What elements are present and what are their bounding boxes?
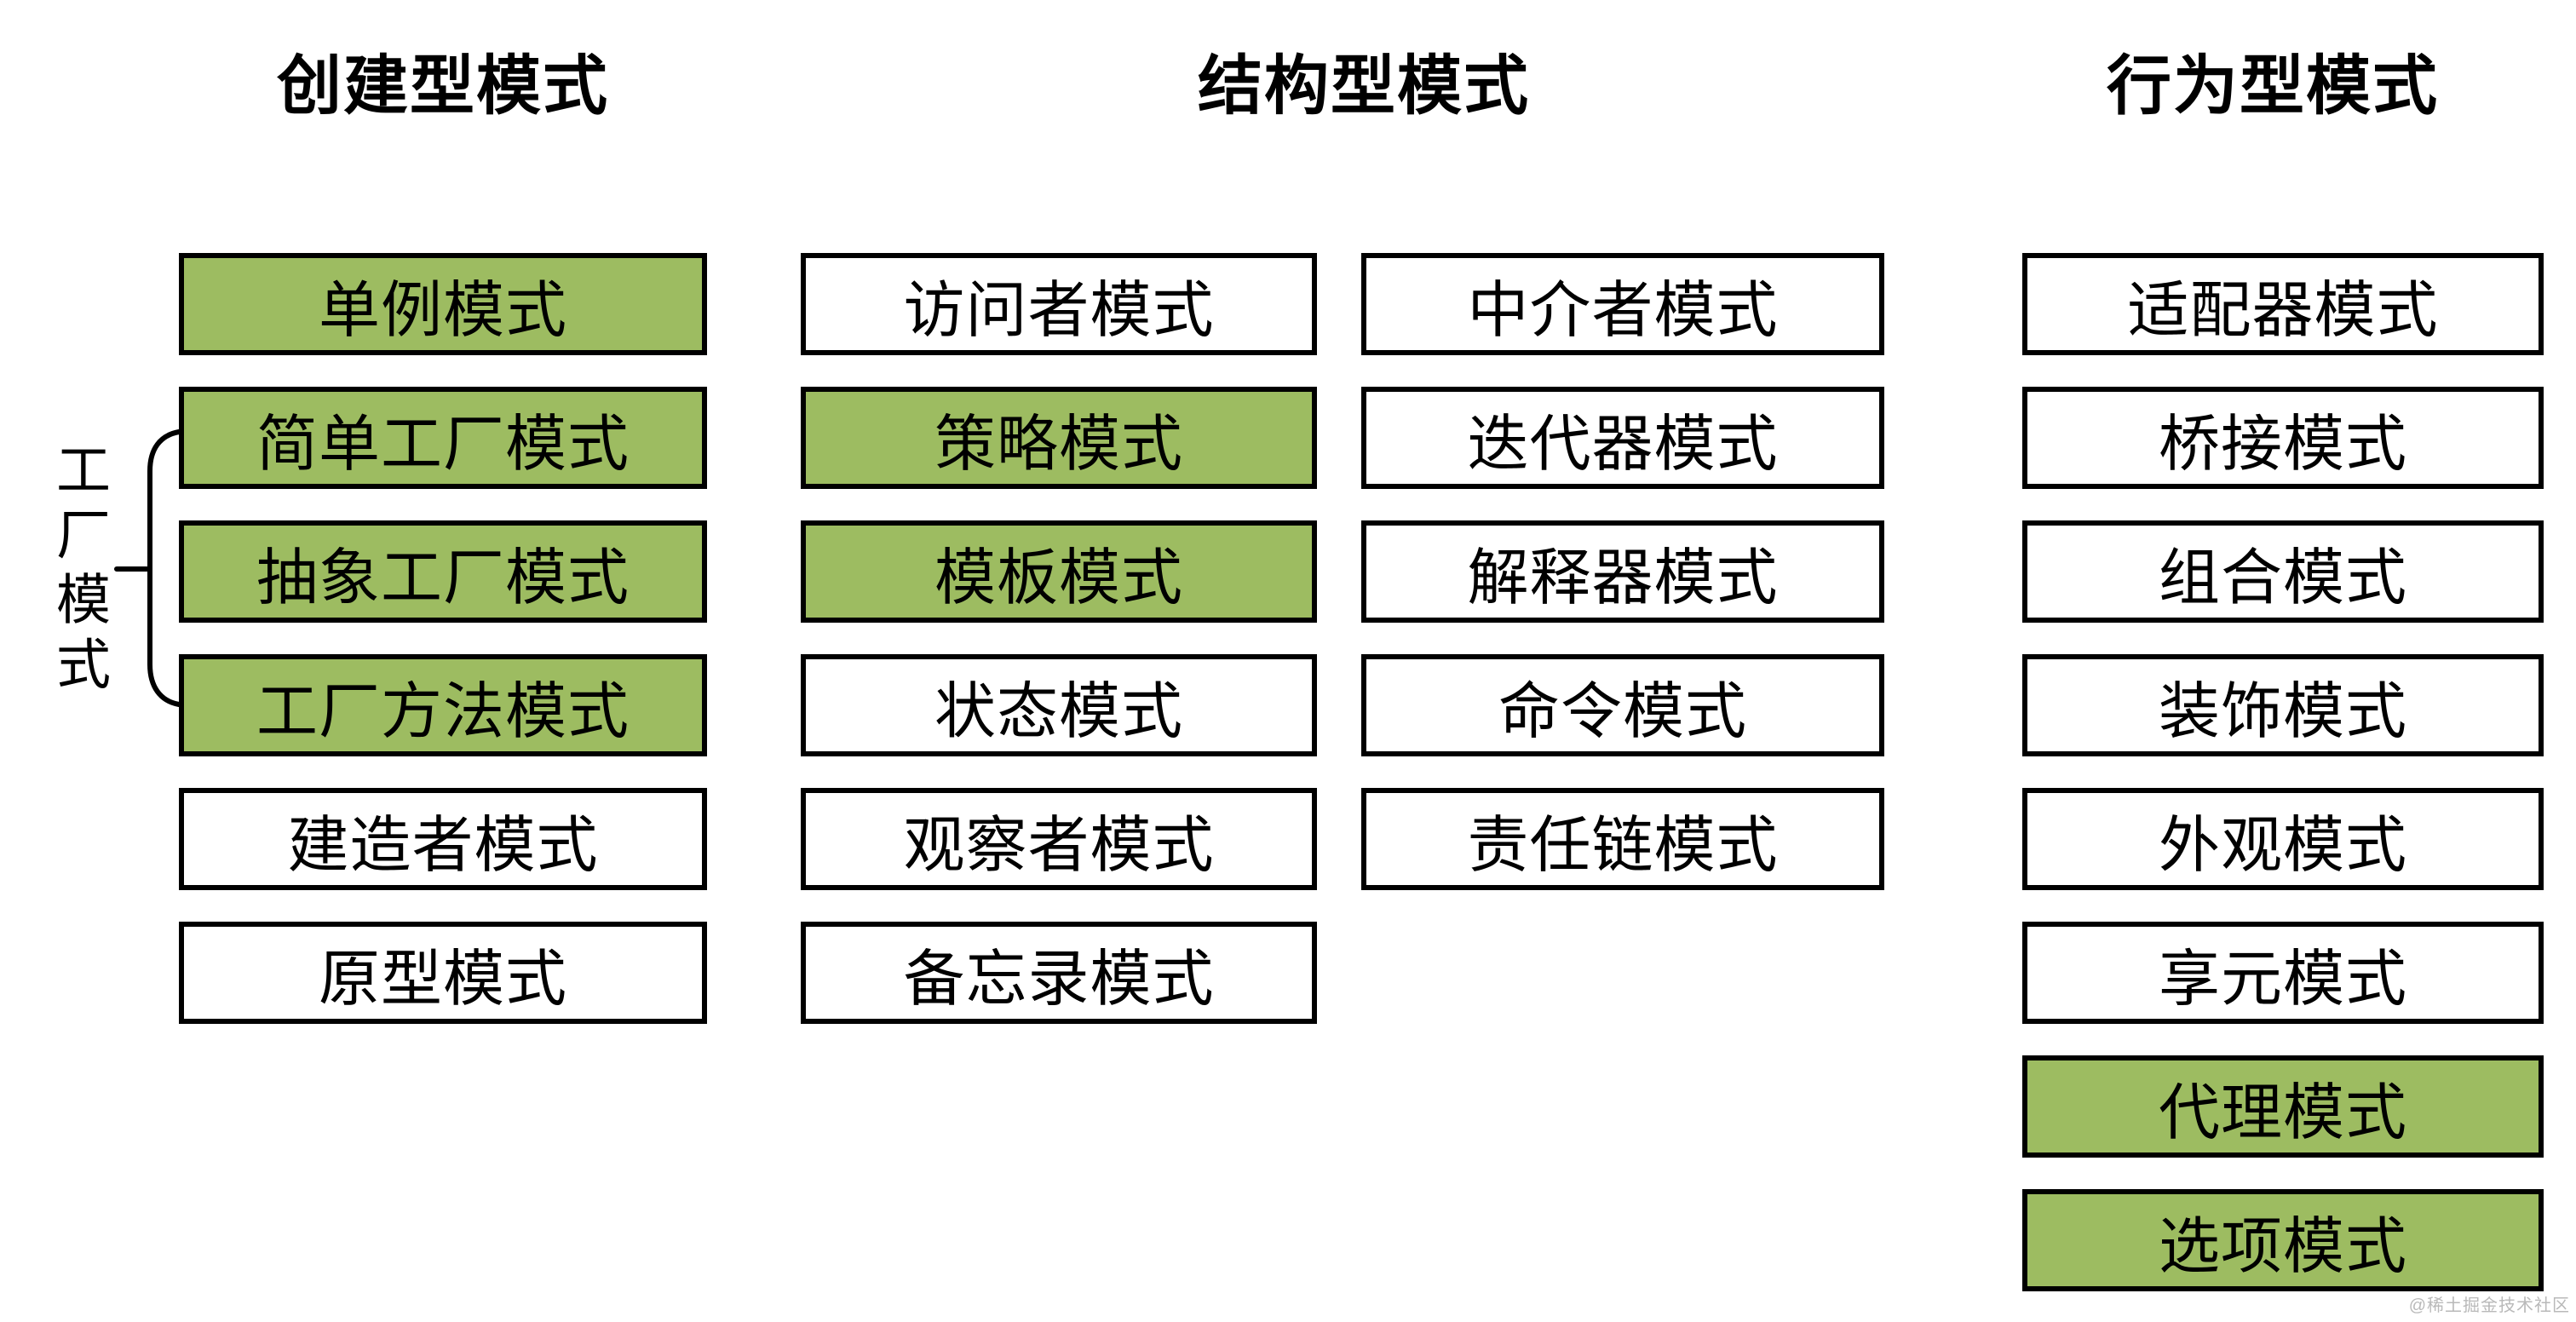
composite-pattern-box: 组合模式 [2022,520,2544,623]
bridge-pattern-box: 桥接模式 [2022,387,2544,489]
flyweight-pattern-box: 享元模式 [2022,922,2544,1024]
column-structural-right: 中介者模式 迭代器模式 解释器模式 命令模式 责任链模式 [1361,253,1884,922]
template-pattern-box: 模板模式 [801,520,1317,623]
visitor-pattern-box: 访问者模式 [801,253,1317,355]
iterator-pattern-box: 迭代器模式 [1361,387,1884,489]
chain-of-responsibility-pattern-box: 责任链模式 [1361,788,1884,890]
interpreter-pattern-box: 解释器模式 [1361,520,1884,623]
singleton-pattern-box: 单例模式 [179,253,707,355]
header-structural-patterns: 结构型模式 [1198,50,1530,123]
state-pattern-box: 状态模式 [801,654,1317,756]
factory-method-pattern-box: 工厂方法模式 [179,654,707,756]
factory-group-brace-icon [114,429,181,707]
mediator-pattern-box: 中介者模式 [1361,253,1884,355]
column-structural-left: 访问者模式 策略模式 模板模式 状态模式 观察者模式 备忘录模式 [801,253,1317,1055]
proxy-pattern-box: 代理模式 [2022,1055,2544,1158]
prototype-pattern-box: 原型模式 [179,922,707,1024]
observer-pattern-box: 观察者模式 [801,788,1317,890]
watermark-text: @稀土掘金技术社区 [2408,1296,2570,1315]
adapter-pattern-box: 适配器模式 [2022,253,2544,355]
decorator-pattern-box: 装饰模式 [2022,654,2544,756]
memento-pattern-box: 备忘录模式 [801,922,1317,1024]
factory-group-label: 工厂模式 [49,441,110,700]
column-behavioral: 适配器模式 桥接模式 组合模式 装饰模式 外观模式 享元模式 代理模式 选项模式 [2022,253,2544,1322]
abstract-factory-pattern-box: 抽象工厂模式 [179,520,707,623]
column-creational: 单例模式 简单工厂模式 抽象工厂模式 工厂方法模式 建造者模式 原型模式 [179,253,707,1055]
strategy-pattern-box: 策略模式 [801,387,1317,489]
command-pattern-box: 命令模式 [1361,654,1884,756]
simple-factory-pattern-box: 简单工厂模式 [179,387,707,489]
header-creational-patterns: 创建型模式 [277,50,609,123]
builder-pattern-box: 建造者模式 [179,788,707,890]
options-pattern-box: 选项模式 [2022,1189,2544,1291]
facade-pattern-box: 外观模式 [2022,788,2544,890]
header-behavioral-patterns: 行为型模式 [2107,50,2439,123]
